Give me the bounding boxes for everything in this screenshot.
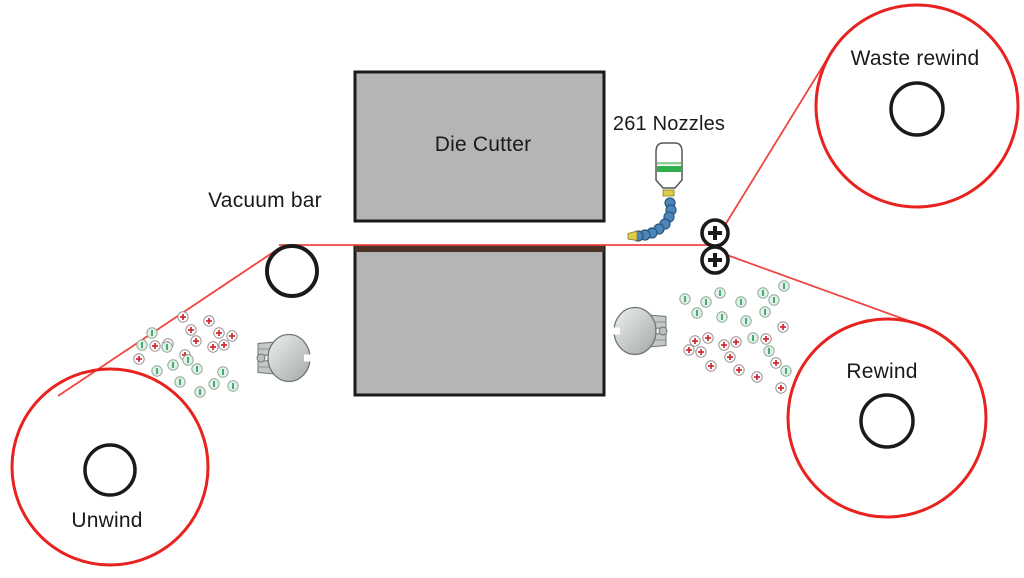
unwind-roll	[10, 367, 210, 567]
nozzle-band-light	[657, 162, 681, 165]
waste-rewind-roll	[814, 3, 1020, 209]
ionizer-notch	[304, 354, 311, 362]
waste-rewind-roll-core	[889, 81, 945, 137]
ionizer-sphere-icon	[256, 353, 266, 363]
nozzle-bottle	[655, 142, 683, 189]
rewind-roll-core	[859, 393, 915, 449]
nozzle-band-green	[657, 166, 681, 172]
unwind-roll-core	[83, 443, 137, 497]
rewind-roll	[786, 317, 988, 519]
ionizer-sphere-icon	[658, 326, 668, 336]
vacuum-bar-label: Vacuum bar	[208, 189, 322, 212]
nozzle-ferrule	[662, 189, 675, 197]
ionizer-dome-icon	[267, 333, 311, 383]
ionizer-blower	[256, 333, 311, 383]
nozzle-tip-icon	[627, 230, 638, 241]
die-cutter-box-top	[353, 70, 606, 223]
die-cutter-label: Die Cutter	[434, 133, 532, 156]
web-line	[713, 55, 830, 244]
die-cutter-box-bottom	[353, 244, 606, 397]
waste-rewind-label: Waste rewind	[850, 47, 980, 70]
unwind-label: Unwind	[71, 509, 143, 532]
vacuum-bar-roller	[265, 244, 319, 298]
web-line	[715, 250, 913, 323]
web-line	[57, 246, 282, 397]
ionizer-dome-icon	[613, 306, 657, 356]
ionizer-notch	[613, 327, 620, 335]
rewind-label: Rewind	[846, 360, 918, 383]
ionizer-blower	[613, 306, 668, 356]
nozzles-label: 261 Nozzles	[612, 113, 726, 135]
